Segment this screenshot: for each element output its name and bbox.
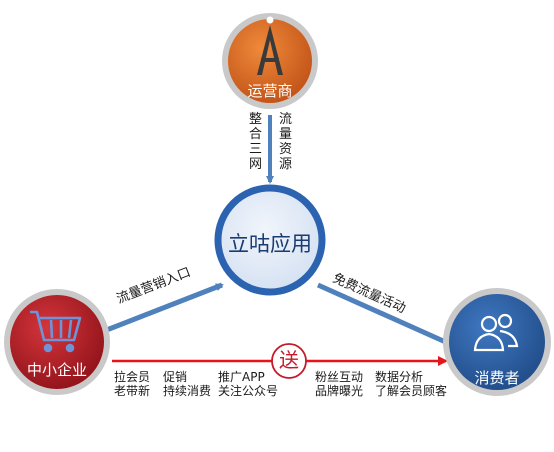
send-badge-glyph: 送 — [279, 348, 299, 372]
tower-icon — [257, 16, 283, 75]
users-icon — [473, 313, 519, 352]
benefit-group: 促销 持续消费 — [163, 370, 211, 398]
edge-sme-to-center — [85, 282, 224, 341]
benefit-group: 粉丝互动 品牌曝光 — [315, 370, 363, 398]
benefit-group: 拉会员 老带新 — [114, 370, 150, 398]
edge-center-to-consumer — [316, 282, 452, 347]
center-node-ring — [214, 184, 326, 296]
benefit-group: 推广APP 关注公众号 — [218, 370, 278, 398]
operator-label: 运营商 — [247, 82, 293, 100]
consumer-node — [449, 294, 545, 390]
benefit-line-2: 持续消费 — [163, 384, 212, 398]
edge-label-traffic-resources: 流量资源 — [279, 112, 293, 172]
center-label: 立咕应用 — [228, 232, 312, 256]
benefit-line-1: 数据分析 — [375, 370, 424, 384]
benefit-line-1: 促销 — [163, 370, 188, 384]
benefit-line-1: 拉会员 — [114, 370, 151, 384]
benefit-group: 数据分析 了解会员顾客 — [375, 370, 447, 398]
benefit-line-2: 关注公众号 — [218, 384, 279, 398]
benefit-line-1: 推广APP — [218, 370, 265, 384]
benefit-line-2: 了解会员顾客 — [375, 384, 448, 398]
consumer-label: 消费者 — [474, 369, 520, 387]
benefit-line-1: 粉丝互动 — [315, 370, 364, 384]
benefit-line-2: 品牌曝光 — [315, 384, 364, 398]
sme-label: 中小企业 — [26, 361, 87, 379]
send-badge — [271, 343, 307, 379]
benefit-line-2: 老带新 — [114, 384, 151, 398]
edge-label-integrate-networks: 整合三网 — [249, 112, 263, 172]
shopping-cart-icon — [30, 310, 82, 353]
